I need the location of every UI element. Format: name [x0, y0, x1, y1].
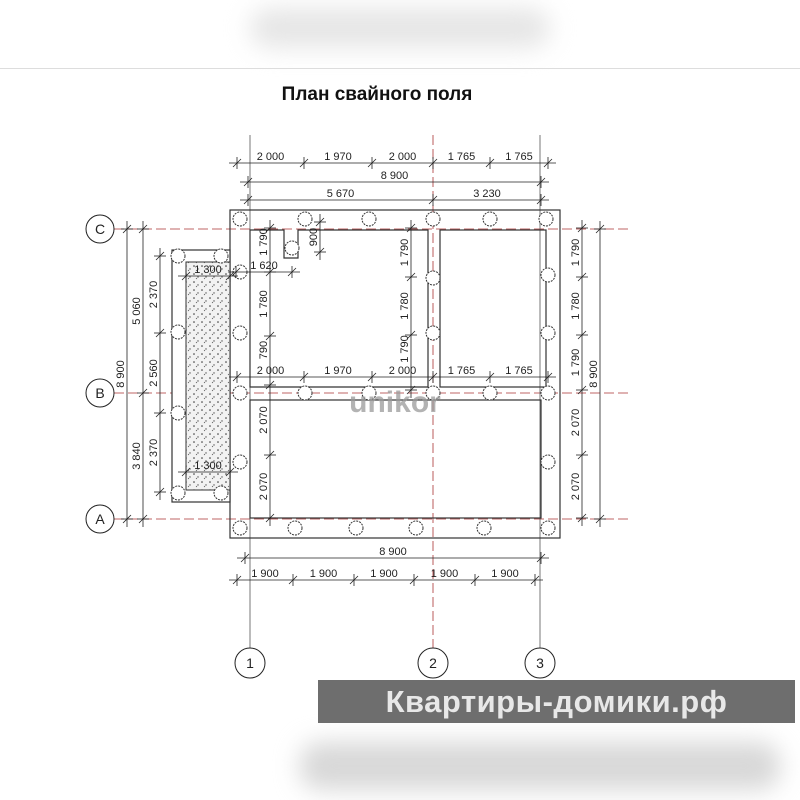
- dimension-label: 1 900: [431, 568, 459, 580]
- divider: [0, 68, 800, 69]
- pile-icon: [538, 211, 554, 227]
- pile-icon: [482, 385, 498, 401]
- pile-icon: [232, 520, 248, 536]
- pile-icon: [232, 454, 248, 470]
- dimension-lines: [121, 157, 606, 586]
- pile-icon: [540, 520, 556, 536]
- dimension-label: 1 790: [399, 335, 411, 363]
- axis-label: C: [95, 221, 105, 237]
- axis-label: 3: [536, 655, 544, 671]
- pile-icon: [540, 385, 556, 401]
- axis-markers: C B A 1 2 3: [85, 214, 556, 679]
- axis-label: B: [95, 385, 104, 401]
- dimension-label: 900: [308, 228, 320, 246]
- dimension-label: 1 765: [505, 151, 533, 163]
- dimension-label: 1 765: [448, 151, 476, 163]
- axis-label: 1: [246, 655, 254, 671]
- dimension-label: 2 070: [570, 473, 582, 501]
- dimension-label: 2 070: [258, 473, 270, 501]
- axis-marker-b: B: [85, 378, 115, 408]
- dimension-label: 1 790: [570, 349, 582, 377]
- pile-icon: [284, 240, 300, 256]
- pile-icon: [348, 520, 364, 536]
- pile-icon: [170, 485, 186, 501]
- dimension-label: 1 765: [448, 365, 476, 377]
- pile-icon: [213, 485, 229, 501]
- pile-icon: [232, 211, 248, 227]
- axis-label: A: [95, 511, 105, 527]
- dimension-label: 2 370: [148, 281, 160, 309]
- dimension-label: 8 900: [588, 360, 600, 388]
- dimension-label: 2 560: [148, 359, 160, 387]
- dimension-label: 790: [258, 341, 270, 359]
- dimension-label: 1 900: [310, 568, 338, 580]
- pile-icon: [213, 248, 229, 264]
- blurred-header: [250, 8, 550, 48]
- axis-marker-1: 1: [234, 647, 266, 679]
- pile-icon: [425, 325, 441, 341]
- dimension-label: 2 370: [148, 439, 160, 467]
- dimension-label: 1 900: [370, 568, 398, 580]
- dimension-label: 1 620: [250, 260, 278, 272]
- pile-icon: [540, 267, 556, 283]
- dimension-label: 8 900: [379, 546, 407, 558]
- pile-icon: [297, 385, 313, 401]
- dimension-label: 1 300: [194, 460, 222, 472]
- dimension-label: 1 790: [258, 228, 270, 256]
- dimension-label: 5 670: [327, 188, 355, 200]
- pile-icon: [232, 385, 248, 401]
- axis-marker-c: C: [85, 214, 115, 244]
- piles: [170, 211, 556, 536]
- dimension-label: 1 780: [399, 292, 411, 320]
- axis-marker-3: 3: [524, 647, 556, 679]
- dimension-label: 1 790: [399, 239, 411, 267]
- pile-icon: [482, 211, 498, 227]
- pile-icon: [297, 211, 313, 227]
- dimension-label: 8 900: [381, 170, 409, 182]
- porch: [171, 249, 231, 503]
- dimension-label: 1 790: [570, 239, 582, 267]
- dimension-label: 1 970: [324, 365, 352, 377]
- pile-icon: [170, 248, 186, 264]
- dimension-label: 2 000: [257, 365, 285, 377]
- site-banner: Квартиры-домики.рф: [318, 680, 795, 723]
- dimension-label: 1 765: [505, 365, 533, 377]
- watermark: unikor: [349, 386, 441, 419]
- pile-icon: [361, 385, 377, 401]
- pile-icon: [425, 211, 441, 227]
- dimension-label: 2 000: [389, 151, 417, 163]
- dimension-label: 1 970: [324, 151, 352, 163]
- pile-icon: [170, 324, 186, 340]
- dimension-label: 5 060: [131, 297, 143, 325]
- dimension-label: 1 780: [258, 290, 270, 318]
- dimension-label: 2 070: [258, 406, 270, 434]
- dimension-label: 1 300: [194, 264, 222, 276]
- dimension-label: 1 900: [251, 568, 279, 580]
- pile-icon: [425, 385, 441, 401]
- plan-title: План свайного поля: [282, 84, 473, 105]
- pile-icon: [425, 270, 441, 286]
- dimension-label: 1 780: [570, 292, 582, 320]
- axis-marker-2: 2: [417, 647, 449, 679]
- dimension-label: 2 000: [257, 151, 285, 163]
- dimension-label: 3 230: [473, 188, 501, 200]
- dimension-label: 2 000: [389, 365, 417, 377]
- pile-icon: [540, 325, 556, 341]
- pile-icon: [287, 520, 303, 536]
- pile-icon: [361, 211, 377, 227]
- blurred-footer: [300, 742, 780, 790]
- pile-icon: [170, 405, 186, 421]
- dimension-label: 8 900: [115, 360, 127, 388]
- dimension-label: 2 070: [570, 409, 582, 437]
- pile-icon: [232, 325, 248, 341]
- dimension-label: 3 840: [131, 442, 143, 470]
- dimension-label: 1 900: [491, 568, 519, 580]
- pile-icon: [408, 520, 424, 536]
- axis-marker-a: A: [85, 504, 115, 534]
- pile-icon: [476, 520, 492, 536]
- pile-icon: [540, 454, 556, 470]
- axis-label: 2: [429, 655, 437, 671]
